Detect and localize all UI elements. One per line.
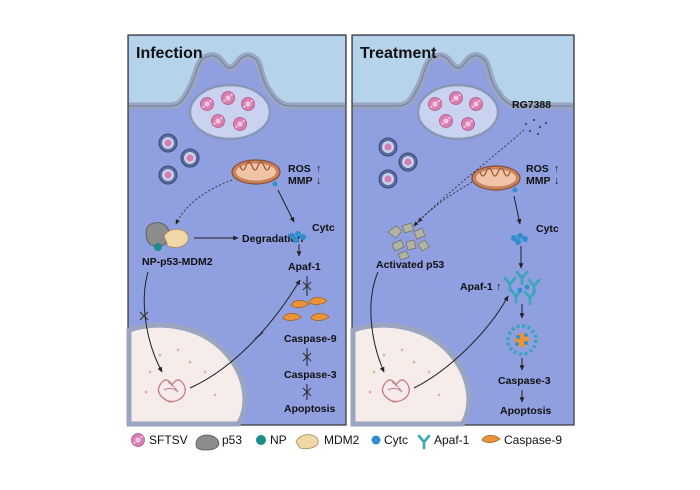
virus-icon	[221, 91, 235, 105]
np-p53-mdm2-complex-icon	[145, 222, 189, 251]
virus-icon	[461, 117, 475, 131]
vesicle-icon	[180, 148, 200, 168]
nucleus-to-apaf-arrow	[189, 279, 301, 389]
mmp-down-arrow: ↓	[554, 175, 559, 187]
virus-icon	[131, 433, 145, 447]
legend-label: Caspase-9	[504, 433, 562, 447]
infection-panel: ROS MMP ↑ ↓ NP-p53-MDM2 Degradation Cytc…	[126, 34, 347, 427]
mmp-label: MMP	[526, 175, 551, 187]
caspase9-icon	[481, 434, 501, 443]
virus-icon	[241, 97, 255, 111]
apoptosis-label: Apoptosis	[500, 405, 551, 417]
mito-to-cytc-arrow	[513, 195, 522, 225]
legend-item-np: NP	[256, 433, 287, 447]
vesicle-icon	[158, 165, 178, 185]
apaf-label: Apaf-1	[288, 261, 321, 273]
vesicle-icon	[398, 152, 418, 172]
complex-label: NP-p53-MDM2	[142, 256, 213, 268]
treatment-title: Treatment	[360, 45, 437, 62]
vesicle-icon	[158, 133, 178, 153]
treatment-nucleus	[350, 322, 472, 427]
legend-label: Apaf-1	[434, 433, 470, 447]
cytc-label: Cytc	[536, 223, 559, 235]
caspase9-label: Caspase-9	[284, 333, 337, 345]
infection-title: Infection	[136, 45, 203, 62]
mitochondrion-icon	[471, 165, 521, 191]
infection-extracellular	[129, 36, 345, 106]
nucleus-to-apaf-arrow	[413, 295, 509, 389]
legend-item-sftsv: SFTSV	[131, 433, 188, 447]
caspase3-label: Caspase-3	[284, 369, 337, 381]
complex-to-nucleus-arrow	[143, 271, 163, 373]
virus-icon	[449, 91, 463, 105]
legend-item-caspase9: Caspase-9	[481, 433, 562, 447]
legend-item-p53: p53	[195, 433, 242, 451]
treatment-panel: RG7388 ROS MMP ↑ ↓ Activated p53 Cytc	[350, 34, 575, 427]
mdm2-icon	[295, 434, 319, 450]
mmp-down-arrow: ↓	[316, 175, 321, 187]
virus-icon	[211, 114, 225, 128]
legend-label: SFTSV	[149, 433, 188, 447]
drug-particles-icon	[525, 119, 547, 135]
treatment-extracellular	[353, 36, 573, 106]
mitochondrion-icon	[231, 159, 281, 185]
apaf1-icon	[417, 434, 431, 450]
caspase3-label: Caspase-3	[498, 375, 551, 387]
inhibition-bar-icon	[254, 331, 264, 340]
activated-p53-icon	[387, 222, 430, 261]
legend-item-mdm2: MDM2	[295, 433, 360, 450]
activated-p53-label: Activated p53	[376, 259, 444, 271]
legend-label: MDM2	[324, 433, 360, 447]
apaf-label: Apaf-1	[460, 281, 493, 293]
infection-nucleus	[126, 322, 248, 427]
infection-membrane-edge	[129, 55, 345, 107]
cytc-label: Cytc	[312, 222, 335, 234]
mmp-label: MMP	[288, 175, 313, 187]
ros-up-arrow: ↑	[316, 163, 321, 175]
drug-label: RG7388	[512, 99, 551, 111]
ros-up-arrow: ↑	[554, 163, 559, 175]
p53-icon	[195, 434, 220, 451]
mito-to-cytc-arrow	[277, 189, 295, 223]
virus-icon	[439, 114, 453, 128]
legend-item-apaf1: Apaf-1	[417, 433, 470, 450]
apoptosome-icon	[506, 324, 538, 356]
legend-label: p53	[222, 433, 242, 447]
virus-icon	[233, 117, 247, 131]
apaf1-cluster-icon	[503, 270, 541, 306]
degradation-label: Degradation	[242, 233, 303, 245]
virus-icon	[469, 97, 483, 111]
cytc-release-icon	[272, 181, 278, 187]
cytc-icon	[371, 435, 381, 445]
apaf-up-arrow: ↑	[496, 281, 501, 293]
ros-label: ROS	[526, 163, 549, 175]
legend-label: NP	[270, 433, 287, 447]
vesicle-icon	[378, 137, 398, 157]
virus-icon	[428, 97, 442, 111]
p53-to-nucleus-arrow	[370, 271, 385, 373]
ros-label: ROS	[288, 163, 311, 175]
legend: SFTSV p53 NP MDM2 Cytc Apaf-1 Caspase-9	[131, 433, 562, 451]
legend-item-cytc: Cytc	[371, 433, 408, 447]
legend-label: Cytc	[384, 433, 408, 447]
vesicle-icon	[378, 169, 398, 189]
apoptosis-label: Apoptosis	[284, 403, 335, 415]
cytc-release-icon	[512, 187, 518, 193]
np-icon	[256, 435, 266, 445]
treatment-membrane-edge	[353, 55, 573, 107]
virus-icon	[200, 97, 214, 111]
